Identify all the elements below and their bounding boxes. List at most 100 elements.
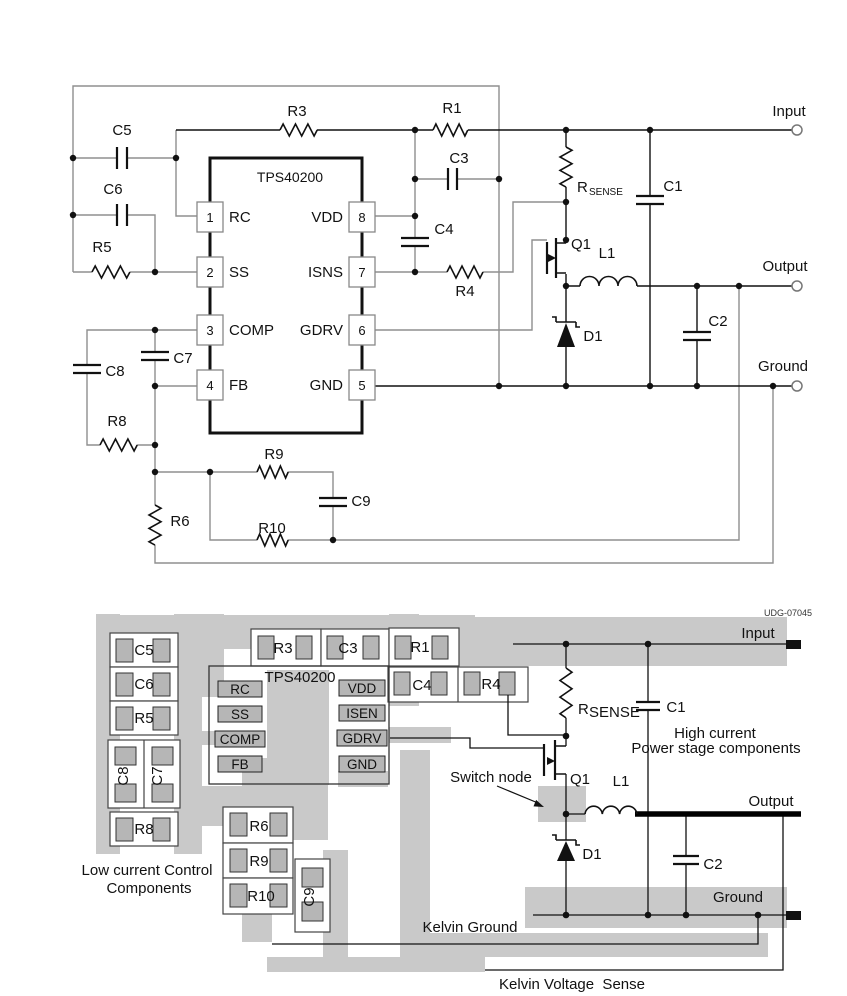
pad-ss bbox=[217, 705, 263, 723]
schematic-terminals bbox=[791, 124, 803, 392]
layout-rsense bbox=[558, 667, 574, 719]
layout-label-r8: R8 bbox=[134, 821, 153, 838]
layout-label-c1: C1 bbox=[666, 699, 685, 716]
pad-vdd bbox=[338, 679, 386, 697]
input-terminal bbox=[791, 124, 803, 136]
layout-label-rsense: R bbox=[578, 701, 589, 718]
capacitor-c3 bbox=[446, 168, 459, 190]
resistor-rsense bbox=[558, 146, 574, 188]
pin-gdrv-name: GDRV bbox=[300, 322, 343, 339]
pad-isen bbox=[338, 704, 386, 722]
label-q1: Q1 bbox=[571, 236, 591, 253]
layout-label-r4: R4 bbox=[481, 676, 500, 693]
pad-label-isen: ISEN bbox=[346, 706, 378, 721]
pad-gnd bbox=[338, 755, 386, 773]
label-r5: R5 bbox=[92, 239, 111, 256]
capacitor-c7 bbox=[141, 350, 169, 362]
pad-label-comp: COMP bbox=[220, 732, 261, 747]
label-r4: R4 bbox=[455, 283, 474, 300]
pin-1-box bbox=[196, 201, 224, 233]
component-footprints bbox=[107, 627, 529, 933]
label-r8: R8 bbox=[107, 413, 126, 430]
schematic-diagram: TPS40200 1 2 3 4 8 7 6 5 RC SS COMP FB V… bbox=[69, 85, 808, 564]
layout-nets bbox=[272, 640, 801, 971]
layout-label-c3: C3 bbox=[338, 640, 357, 657]
pin-3-number: 3 bbox=[206, 323, 213, 338]
label-r10: R10 bbox=[258, 520, 286, 537]
resistor-r6 bbox=[147, 504, 163, 546]
resistor-r1 bbox=[432, 122, 469, 138]
label-c7: C7 bbox=[173, 350, 192, 367]
pin-ss-name: SS bbox=[229, 264, 249, 281]
pin-7-number: 7 bbox=[358, 265, 365, 280]
switch-node-pad bbox=[538, 786, 586, 822]
layout-d1 bbox=[552, 834, 580, 861]
pin-1-number: 1 bbox=[206, 210, 213, 225]
label-rsense-sub: SENSE bbox=[589, 187, 623, 198]
pin-5-number: 5 bbox=[358, 378, 365, 393]
pin-gnd-name: GND bbox=[310, 377, 344, 394]
pad-label-gdrv: GDRV bbox=[343, 731, 382, 746]
annotation-high-current-2: Power stage components bbox=[631, 740, 800, 757]
label-c1: C1 bbox=[663, 178, 682, 195]
mosfet-q1 bbox=[545, 238, 566, 278]
pad-comp bbox=[214, 730, 266, 748]
capacitor-c8 bbox=[73, 363, 101, 375]
pin-8-number: 8 bbox=[358, 210, 365, 225]
layout-c2 bbox=[673, 854, 699, 866]
capacitor-c4 bbox=[401, 236, 429, 248]
capacitor-c5 bbox=[115, 147, 129, 169]
pad-label-rc: RC bbox=[230, 682, 250, 697]
label-c3: C3 bbox=[449, 150, 468, 167]
layout-label-r6: R6 bbox=[249, 818, 268, 835]
pin-vdd-name: VDD bbox=[311, 209, 343, 226]
ic-title: TPS40200 bbox=[257, 169, 323, 185]
resistor-r8 bbox=[99, 437, 138, 453]
pin-rc-name: RC bbox=[229, 209, 251, 226]
label-rsense: R bbox=[577, 179, 588, 196]
annotation-switch-node: Switch node bbox=[450, 769, 532, 786]
label-output: Output bbox=[762, 258, 808, 275]
label-l1: L1 bbox=[599, 245, 616, 262]
figure-code: UDG-07045 bbox=[764, 608, 812, 618]
label-r9: R9 bbox=[264, 446, 283, 463]
label-r3: R3 bbox=[287, 103, 306, 120]
pin-fb-name: FB bbox=[229, 377, 248, 394]
layout-junction-dots bbox=[562, 640, 762, 919]
layout-label-rsense-sub: SENSE bbox=[589, 704, 640, 721]
annotation-kelvin-ground: Kelvin Ground bbox=[422, 919, 517, 936]
resistor-symbols bbox=[91, 122, 574, 549]
label-c6: C6 bbox=[103, 181, 122, 198]
pad-label-vdd: VDD bbox=[348, 681, 377, 696]
pin-isns-name: ISNS bbox=[308, 264, 343, 281]
layout-l1 bbox=[584, 805, 638, 815]
capacitor-c6 bbox=[115, 204, 129, 226]
capacitor-symbols bbox=[73, 147, 711, 508]
label-r6: R6 bbox=[170, 513, 189, 530]
label-r1: R1 bbox=[442, 100, 461, 117]
layout-label-c6: C6 bbox=[134, 676, 153, 693]
annotation-low-current-1: Low current Control bbox=[82, 862, 213, 879]
layout-label-c4: C4 bbox=[412, 677, 431, 694]
layout-ic-title: TPS40200 bbox=[265, 669, 336, 686]
layout-ic-outline bbox=[208, 665, 390, 785]
inductor-l1 bbox=[579, 275, 638, 287]
layout-label-r1: R1 bbox=[410, 639, 429, 656]
ground-terminal-bar bbox=[786, 911, 801, 920]
capacitor-c2 bbox=[683, 330, 711, 342]
pin-3-box bbox=[196, 314, 224, 346]
annotation-high-current-1: High current bbox=[674, 725, 757, 742]
resistor-r5 bbox=[91, 264, 131, 280]
pin-4-number: 4 bbox=[206, 378, 213, 393]
ic-pin-boxes bbox=[196, 201, 376, 401]
label-c4: C4 bbox=[434, 221, 453, 238]
layout-label-output: Output bbox=[748, 793, 794, 810]
junction-dots bbox=[69, 126, 777, 544]
layout-label-d1: D1 bbox=[582, 846, 601, 863]
input-terminal-bar bbox=[786, 640, 801, 649]
pcb-layout-diagram: UDG-07045 Input Output Ground TPS40200 R… bbox=[82, 608, 812, 993]
pin-6-box bbox=[348, 314, 376, 346]
pad-rc bbox=[217, 680, 263, 698]
label-c2: C2 bbox=[708, 313, 727, 330]
